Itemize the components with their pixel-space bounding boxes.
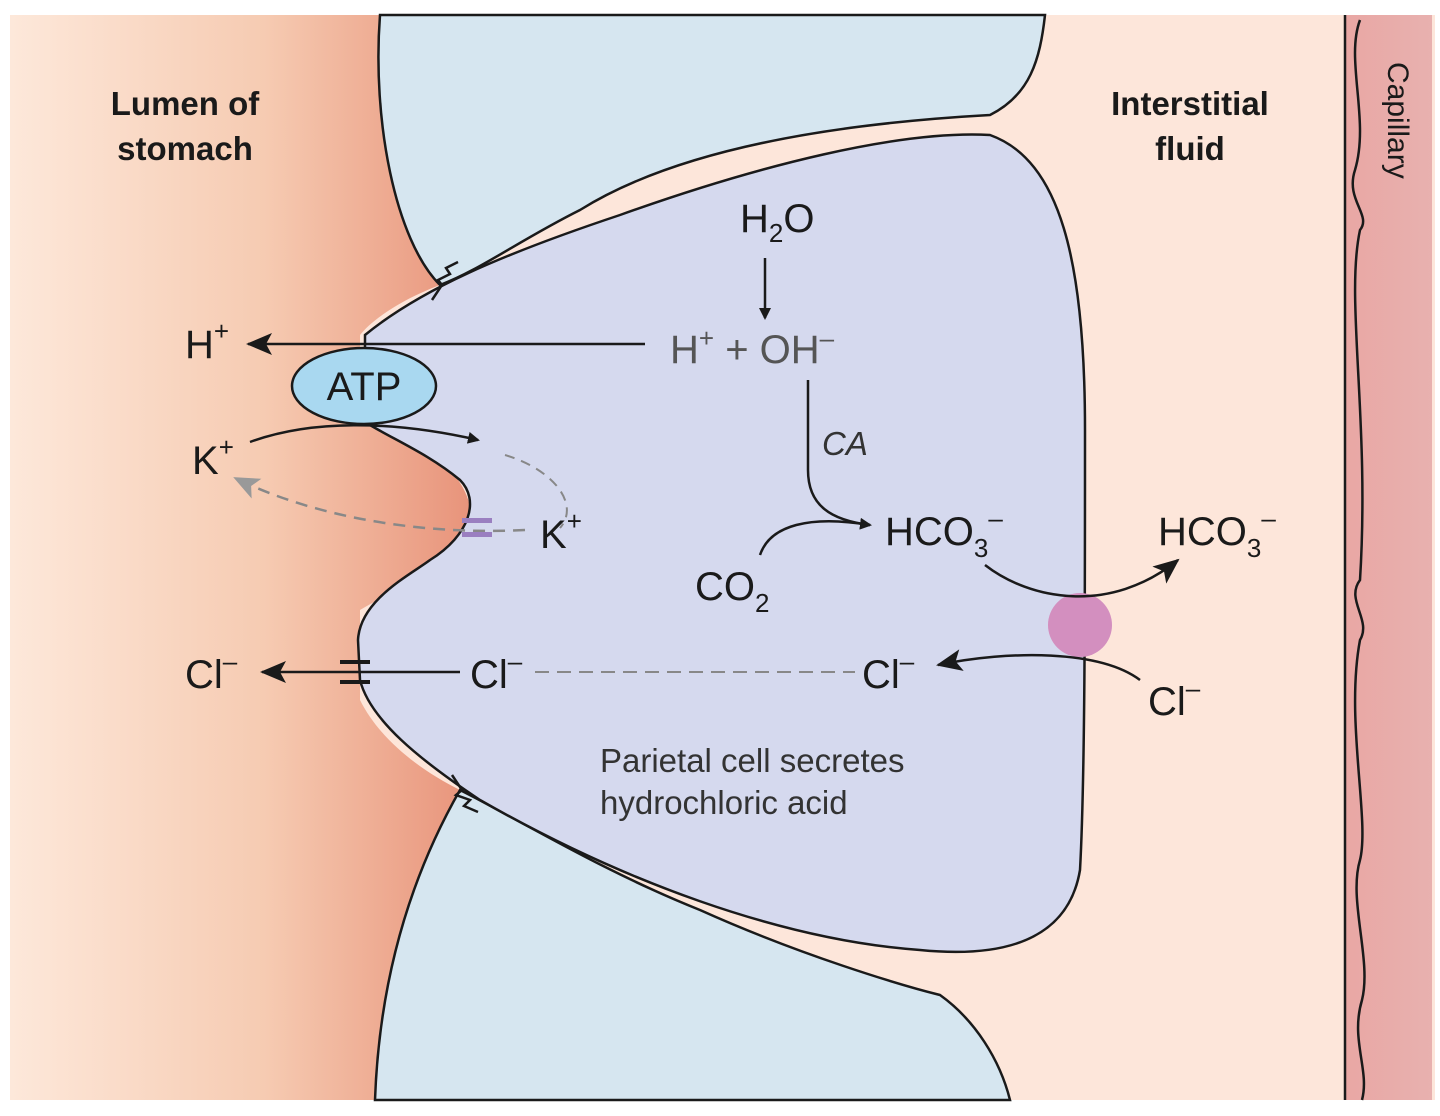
k-channel [462, 518, 492, 537]
k-leak-arrow [233, 476, 526, 533]
tight-junction-bottom [450, 774, 479, 814]
hco3-export-arrow [984, 558, 1180, 598]
cl-inner-left-label: Cl– [470, 646, 523, 697]
k-lumen-label: K+ [192, 432, 234, 483]
cl-outer-label: Cl– [1148, 673, 1201, 724]
hco3-outer-label: HCO3– [1158, 503, 1276, 563]
capillary-label: Capillary [1381, 62, 1414, 179]
ca-label: CA [822, 425, 868, 462]
interstitial-label: Interstitial [1111, 85, 1269, 122]
co2-arrow [758, 520, 871, 556]
lumen-label: stomach [117, 130, 253, 167]
tight-junction-top [430, 260, 459, 301]
hco3-inner-label: HCO3– [885, 503, 1003, 563]
lumen-label: Lumen of [111, 85, 260, 122]
k-uptake-arrow [249, 424, 480, 444]
caption: Parietal cell secretes [600, 742, 904, 779]
cl-import-arrow [936, 649, 1141, 682]
capillary-region [1345, 15, 1432, 1100]
cl-lumen-label: Cl– [185, 646, 238, 697]
cl-inner-right-label: Cl– [862, 646, 915, 697]
h-lumen-label: H+ [185, 316, 229, 367]
h2o-label: H2O [740, 197, 814, 248]
cl-hco3-exchanger [1048, 593, 1112, 657]
neighbor-cell-bottom [373, 788, 1012, 1102]
h-oh-label: H+ + OH– [670, 323, 835, 372]
caption: hydrochloric acid [600, 784, 848, 821]
interstitial-label: fluid [1155, 130, 1225, 167]
k-inner-label: K+ [540, 506, 582, 557]
capillary-wall [1343, 15, 1366, 1101]
parietal-cell [356, 133, 1087, 954]
co2-label: CO2 [695, 565, 769, 618]
stomach-lumen-region [10, 15, 472, 1100]
cl-channel [340, 660, 370, 684]
neighbor-cell-top [377, 13, 1047, 287]
atp-pump [290, 346, 438, 426]
atp-label: ATP [327, 365, 402, 409]
